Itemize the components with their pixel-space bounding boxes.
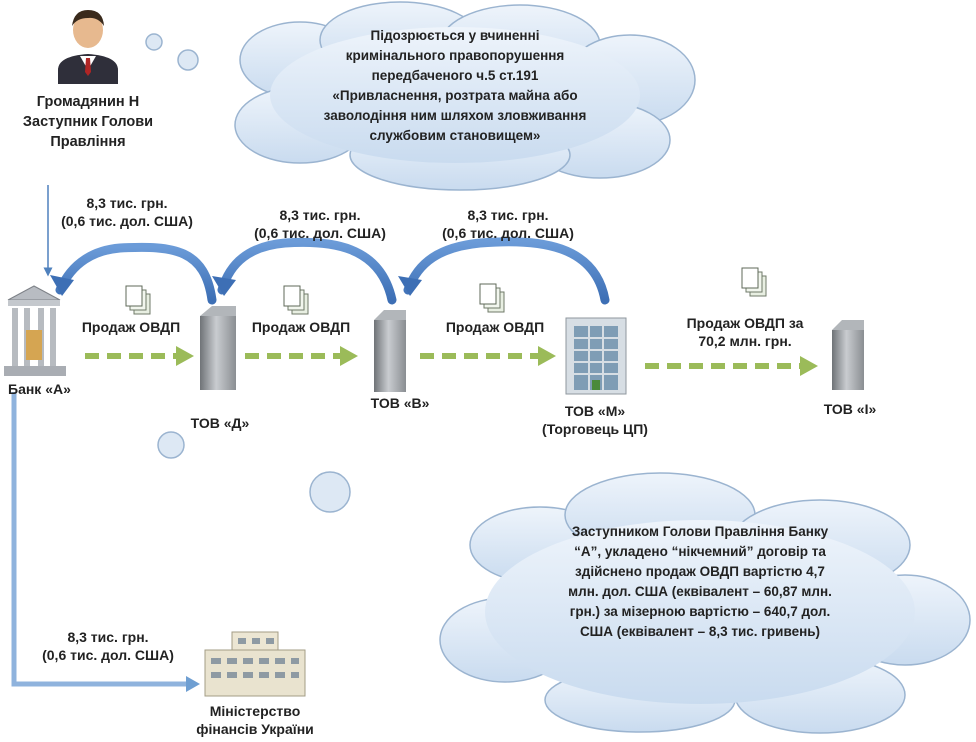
tov-i-building [832, 320, 864, 390]
tov-m-line1: ТОВ «М» [564, 403, 626, 419]
payment-4-amount-uah: 8,3 тис. грн. [67, 629, 149, 645]
person-label-line1: Громадянин Н [36, 94, 140, 110]
top-cloud [234, 1, 696, 191]
payment-label-1: 8,3 тис. грн. (0,6 тис. дол. США) [52, 194, 202, 230]
bank-to-ministry-arrow [11, 392, 200, 692]
sale-arrows [85, 346, 818, 376]
tov-v-label: ТОВ «В» [370, 395, 430, 411]
tov-d-building [200, 306, 236, 390]
sale-4-line1: Продаж ОВДП за [686, 315, 804, 331]
sale-label-1: Продаж ОВДП [81, 319, 181, 335]
top-thought-bubbles [145, 33, 199, 71]
payment-label-3: 8,3 тис. грн. (0,6 тис. дол. США) [428, 206, 588, 242]
bottom-cloud-text: Заступником Голови Правління Банку “А”, … [515, 522, 885, 642]
sale-label-4: Продаж ОВДП за 70,2 млн. грн. [670, 314, 820, 350]
bank-icon [4, 285, 66, 376]
tov-m-label: ТОВ «М» (Торговець ЦП) [530, 402, 660, 438]
sale-label-2: Продаж ОВДП [251, 319, 351, 335]
bottom-cloud-line1: Заступником Голови Правління Банку [571, 524, 829, 539]
tov-v-building [374, 310, 406, 392]
ministry-line1: Міністерство [209, 703, 301, 719]
person-label: Громадянин Н Заступник Голови Правління [18, 92, 158, 152]
payment-arcs [50, 237, 610, 305]
bottom-cloud-line2: “А”, укладено “нікчемний” договір та [574, 544, 826, 559]
bottom-cloud-line5: грн.) за мізерною вартістю – 640,7 дол. [569, 604, 831, 619]
top-cloud-line4: «Привласнення, розтрата майна або [332, 88, 578, 103]
payment-label-4: 8,3 тис. грн. (0,6 тис. дол. США) [28, 628, 188, 664]
person-label-line3: Правління [50, 134, 126, 150]
top-cloud-line1: Підозрюється у вчиненні [370, 28, 540, 43]
top-cloud-text: Підозрюється у вчиненні кримінального пр… [275, 26, 635, 146]
tov-m-line2: (Торговець ЦП) [542, 421, 648, 437]
payment-4-amount-usd: (0,6 тис. дол. США) [42, 647, 174, 663]
tov-d-label: ТОВ «Д» [190, 415, 250, 431]
ministry-label: Міністерство фінансів України [180, 702, 330, 738]
tov-m-building [565, 317, 627, 395]
person-icon [58, 10, 118, 84]
payment-2-amount-uah: 8,3 тис. грн. [279, 207, 361, 223]
payment-1-amount-uah: 8,3 тис. грн. [86, 195, 168, 211]
sale-4-line2: 70,2 млн. грн. [698, 333, 792, 349]
payment-3-amount-uah: 8,3 тис. грн. [467, 207, 549, 223]
bank-label: Банк «А» [8, 381, 71, 397]
ministry-building [204, 631, 306, 697]
bottom-cloud-line3: здійснено продаж ОВДП вартістю 4,7 [575, 564, 825, 579]
ministry-line2: фінансів України [196, 721, 314, 737]
document-icon-3 [479, 283, 505, 313]
tov-i-label: ТОВ «І» [823, 401, 877, 417]
bottom-cloud-line6: США (еквівалент – 8,3 тис. гривень) [579, 624, 821, 639]
bottom-cloud [439, 472, 971, 734]
top-cloud-line3: передбаченого ч.5 ст.191 [371, 68, 539, 83]
person-label-line2: Заступник Голови [22, 114, 154, 130]
payment-2-amount-usd: (0,6 тис. дол. США) [254, 225, 386, 241]
sale-label-3: Продаж ОВДП [445, 319, 545, 335]
top-cloud-line5: заволодіння ним шляхом зловживання [323, 108, 587, 123]
bottom-cloud-line4: млн. дол. США (еквівалент – 60,87 млн. [568, 584, 832, 599]
document-icon-1 [125, 285, 151, 315]
payment-3-amount-usd: (0,6 тис. дол. США) [442, 225, 574, 241]
payment-1-amount-usd: (0,6 тис. дол. США) [61, 213, 193, 229]
document-icon-4 [741, 267, 767, 297]
bottom-thought-bubbles [157, 431, 351, 513]
document-icon-2 [283, 285, 309, 315]
top-cloud-line2: кримінального правопорушення [345, 48, 565, 63]
payment-label-2: 8,3 тис. грн. (0,6 тис. дол. США) [240, 206, 400, 242]
top-cloud-line6: службовим становищем» [369, 128, 541, 143]
